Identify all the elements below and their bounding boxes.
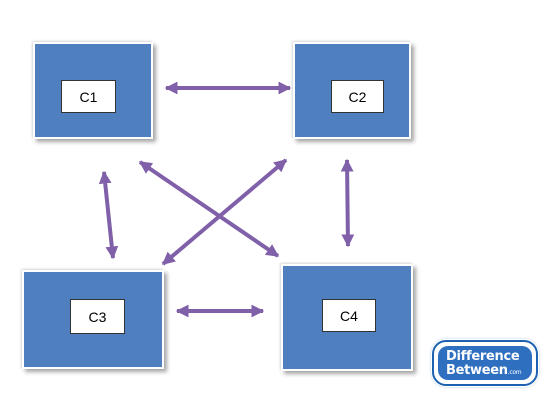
edge-c1-c4 xyxy=(138,160,280,258)
node-c2: C2 xyxy=(293,42,411,139)
edge-c1-c3 xyxy=(98,170,119,260)
node-c1: C1 xyxy=(33,42,153,139)
node-c3: C3 xyxy=(22,270,164,369)
node-c3-label: C3 xyxy=(70,299,125,334)
node-c4: C4 xyxy=(281,264,413,371)
watermark-line2-text: Between xyxy=(446,363,508,378)
edge-c2-c3 xyxy=(161,158,288,266)
watermark-logo: Difference Between.com xyxy=(432,340,538,386)
watermark-line2: Between.com xyxy=(446,363,522,378)
watermark-logo-badge: Difference Between.com xyxy=(438,346,532,380)
watermark-suffix: .com xyxy=(507,369,522,376)
node-c1-label: C1 xyxy=(61,80,116,113)
edge-c2-c4 xyxy=(340,158,355,248)
node-c2-label: C2 xyxy=(331,80,384,113)
node-c4-label: C4 xyxy=(322,299,376,332)
watermark-line1: Difference xyxy=(446,349,520,364)
